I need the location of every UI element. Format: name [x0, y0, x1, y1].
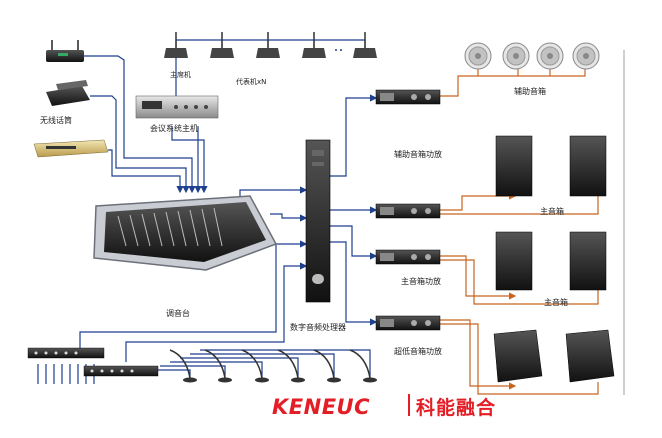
mic-hub-icon [27, 347, 159, 377]
main-speaker-bottom-icon [495, 231, 607, 291]
main-speaker-top-icon [495, 135, 607, 197]
wireless-mic-label: 无线话筒 [40, 115, 72, 125]
sub-amp-label: 超低音箱功放 [394, 346, 442, 356]
brand-en-text: KENEUC [272, 395, 370, 419]
delegate-unit-label: 代表机xN [236, 77, 266, 86]
aux-amp-icon [375, 89, 441, 105]
gooseneck-mic-icon [169, 349, 371, 379]
brand-cn-text: 科能融合 [416, 396, 496, 419]
dvd-player-icon [33, 139, 109, 158]
main-speaker-top-label: 主音箱 [540, 206, 564, 216]
subwoofer-icon [493, 329, 615, 383]
delegate-units-icon [210, 32, 377, 58]
aux-speaker-label: 辅助音箱 [514, 86, 546, 96]
wireless-receiver-icon [46, 40, 84, 62]
brand-logo: KENEUC 科能融合 [272, 394, 496, 419]
wireless-mic-icon [46, 80, 90, 106]
mixer-label: 调音台 [166, 308, 190, 318]
chair-unit-label: 主席机 [170, 70, 191, 79]
chair-unit-icon [164, 32, 188, 58]
main-amp-top-icon [375, 203, 441, 219]
main-amp-icon [375, 249, 441, 265]
logo-divider [408, 394, 410, 416]
gooseneck-mic-base-icon [183, 377, 377, 383]
main-amp-label: 主音箱功放 [401, 276, 441, 286]
conference-host-label: 会议系统主机 [150, 123, 198, 133]
ceiling-speaker-icon [464, 42, 600, 70]
audio-processor-icon [305, 139, 331, 303]
processor-label: 数字音频处理器 [290, 322, 346, 332]
sub-amp-icon [375, 315, 441, 331]
mixer-icon [93, 195, 278, 271]
conference-host-icon [135, 95, 219, 119]
aux-amp-label: 辅助音箱功放 [394, 149, 442, 159]
main-speaker-bottom-label: 主音箱 [544, 297, 568, 307]
